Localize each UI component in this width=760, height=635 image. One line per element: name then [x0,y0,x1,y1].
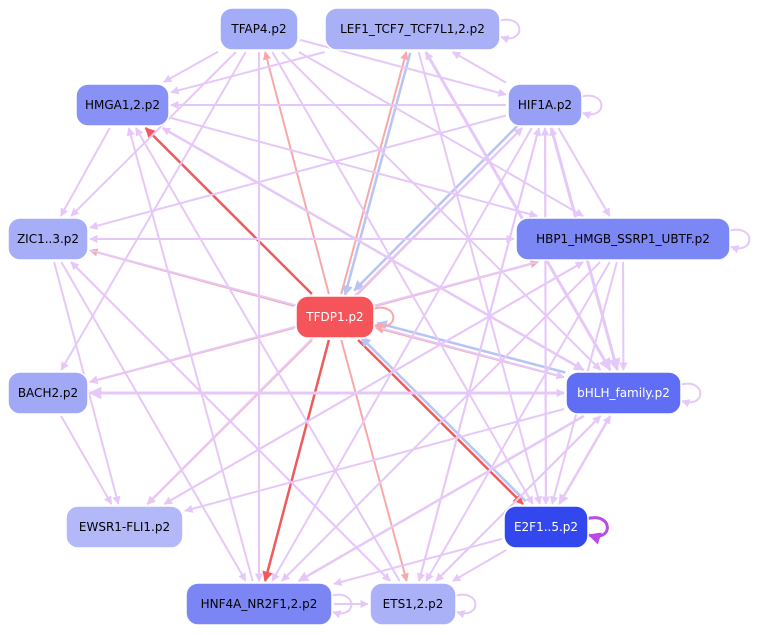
edge-bhlh-to-tfdp1 [376,320,566,374]
node-label-hnf4a: HNF4A_NR2F1,2.p2 [201,597,318,611]
edge-zic1-to-hnf4a [60,261,247,582]
node-box-e2f1[interactable] [503,505,589,549]
node-box-zic1[interactable] [7,217,89,261]
node-box-hnf4a[interactable] [185,582,333,626]
node-e2f1[interactable]: E2F1..5.p2 [503,505,589,549]
edge-e2f1-to-hif1a [540,127,550,505]
self-loop-hnf4a [329,593,353,619]
edge-tfdp1-to-tfap4 [262,51,330,295]
edge-bach2-to-ewsr1 [60,415,113,505]
node-box-bhlh[interactable] [565,371,682,415]
node-hmga1[interactable]: HMGA1,2.p2 [75,83,170,127]
self-loop-hif1a [579,94,603,120]
node-box-hbp1[interactable] [515,217,731,261]
edge-hbp1-to-hnf4a [281,261,601,582]
self-loop-bhlh [678,382,702,408]
edge-hmga1-to-zic1 [59,127,111,217]
edge-tfap4-to-zic1 [70,51,237,217]
edge-lef1-to-hmga1 [170,51,325,95]
self-loop-tfdp1 [371,306,395,332]
edge-tfdp1-to-hmga1 [144,127,313,295]
edge-bhlh-to-lef1 [424,51,612,371]
node-box-bach2[interactable] [7,371,89,415]
node-label-bach2: BACH2.p2 [18,386,78,400]
node-label-hif1a: HIF1A.p2 [518,98,572,112]
edge-ewsr1-to-hbp1 [163,261,584,505]
node-bhlh[interactable]: bHLH_family.p2 [565,371,682,415]
edge-ets1-to-bhlh [435,415,602,582]
node-label-ets1: ETS1,2.p2 [383,597,444,611]
node-label-tfdp1: TFDP1.p2 [305,310,363,324]
node-ets1[interactable]: ETS1,2.p2 [369,582,457,626]
edge-ets1-to-hif1a [418,127,542,582]
node-label-hmga1: HMGA1,2.p2 [85,98,160,112]
node-hbp1[interactable]: HBP1_HMGB_SSRP1_UBTF.p2 [515,217,731,261]
edge-bhlh-to-hmga1 [161,127,584,371]
edge-hnf4a-to-hmga1 [126,127,254,582]
node-label-hbp1: HBP1_HMGB_SSRP1_UBTF.p2 [536,232,710,246]
edge-tfap4-to-bhlh [281,51,602,371]
node-hnf4a[interactable]: HNF4A_NR2F1,2.p2 [185,582,333,626]
node-label-tfap4: TFAP4.p2 [230,22,286,36]
node-label-ewsr1: EWSR1-FLI1.p2 [79,520,170,534]
node-hif1a[interactable]: HIF1A.p2 [507,83,583,127]
node-tfap4[interactable]: TFAP4.p2 [219,7,299,51]
edge-hif1a-to-lef1 [451,51,507,84]
edge-e2f1-to-bhlh [558,415,612,505]
node-bach2[interactable]: BACH2.p2 [7,371,89,415]
edge-tfdp1-to-hnf4a [262,339,331,583]
node-box-hmga1[interactable] [75,83,170,127]
node-ewsr1[interactable]: EWSR1-FLI1.p2 [65,505,184,549]
edge-e2f1-to-hnf4a [333,537,503,586]
edge-hif1a-to-hbp1 [557,127,611,217]
node-box-hif1a[interactable] [507,83,583,127]
node-label-lef1: LEF1_TCF7_TCF7L1,2.p2 [340,22,485,36]
node-box-lef1[interactable] [324,7,501,51]
self-loop-lef1 [497,18,521,44]
node-lef1[interactable]: LEF1_TCF7_TCF7L1,2.p2 [324,7,501,51]
node-tfdp1[interactable]: TFDP1.p2 [295,295,375,339]
edge-bhlh-to-ewsr1 [184,408,565,513]
edge-hmga1-to-hbp1 [170,117,538,219]
self-loops-layer [329,18,751,619]
node-box-tfdp1[interactable] [295,295,375,339]
self-loop-ets1 [453,593,477,619]
self-loop-hbp1 [727,228,751,254]
self-loop-e2f1 [585,516,609,545]
edge-hif1a-to-zic1 [89,114,507,230]
node-label-bhlh: bHLH_family.p2 [577,386,670,400]
edge-ets1-to-hmga1 [135,127,401,582]
edge-tfap4-to-hmga1 [163,50,219,83]
node-box-ewsr1[interactable] [65,505,184,549]
node-label-e2f1: E2F1..5.p2 [514,520,578,534]
node-box-tfap4[interactable] [219,7,299,51]
node-label-zic1: ZIC1..3.p2 [17,232,79,246]
node-zic1[interactable]: ZIC1..3.p2 [7,217,89,261]
node-box-ets1[interactable] [369,582,457,626]
edge-e2f1-to-ets1 [451,549,507,582]
